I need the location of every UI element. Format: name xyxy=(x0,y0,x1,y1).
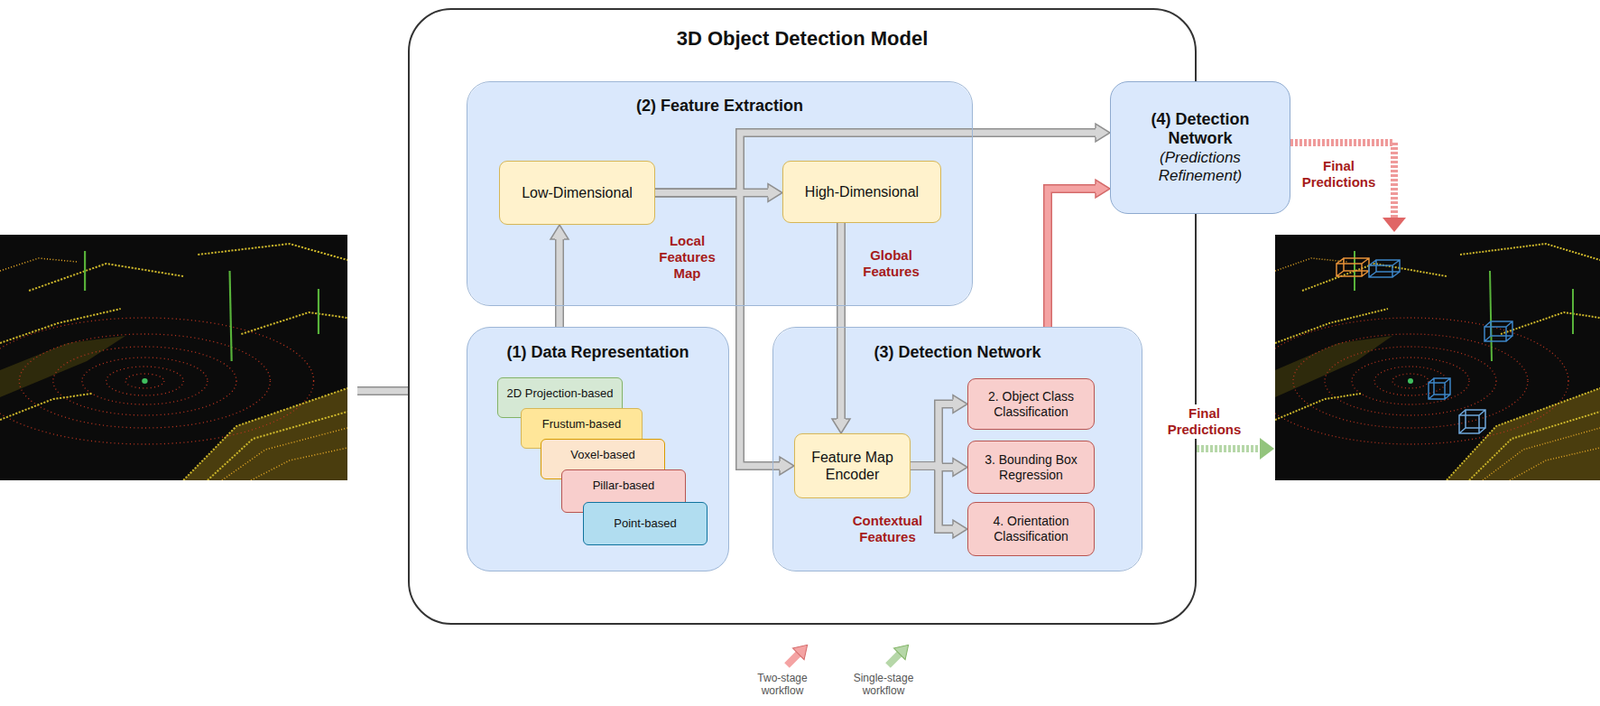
box-label: 3. Bounding Box Regression xyxy=(975,452,1087,483)
two-stage-output-arrow xyxy=(1290,142,1406,232)
box-label: Point-based xyxy=(613,516,676,531)
point-cloud-input xyxy=(0,234,348,481)
annotation-label: Final Predictions xyxy=(1159,404,1249,439)
representation-card: Point-based xyxy=(582,501,708,546)
output-box: 3. Bounding Box Regression xyxy=(967,440,1095,494)
process-box: Low-Dimensional xyxy=(499,160,656,225)
connector xyxy=(1047,188,1096,327)
box-label: High-Dimensional xyxy=(804,183,919,201)
box-label: (4) Detection Network xyxy=(1123,110,1277,149)
legend-text: Two-stage workflow xyxy=(741,671,824,697)
connector-outline xyxy=(1047,188,1096,327)
box-label: Pillar-based xyxy=(592,478,656,493)
annotation-label: Local Features Map xyxy=(653,232,722,282)
box-label: 4. Orientation Classification xyxy=(975,513,1087,545)
annotation-label: Contextual Features xyxy=(844,512,931,546)
legend-green-arrow xyxy=(882,638,915,671)
refinement-box: (4) Detection Network(Predictions Refine… xyxy=(1109,81,1291,214)
output-box: 2. Object Class Classification xyxy=(967,378,1095,430)
panel-heading: (3) Detection Network xyxy=(773,342,1142,363)
box-label: (Predictions Refinement) xyxy=(1123,148,1277,186)
model-frame: 3D Object Detection Model (2) Feature Ext… xyxy=(407,8,1197,625)
annotation-label: Final Predictions xyxy=(1295,157,1382,191)
box-label: 2D Projection-based xyxy=(507,386,614,401)
output-box: 4. Orientation Classification xyxy=(967,501,1095,556)
panel-heading: 3D Object Detection Model xyxy=(409,27,1195,51)
panel-fill xyxy=(773,327,1142,571)
annotation-label: Global Features xyxy=(857,247,925,280)
connector-outline xyxy=(554,239,565,327)
point-cloud-output xyxy=(1252,234,1600,481)
connector-outline xyxy=(910,404,953,467)
stage-panel: (3) Detection NetworkFeature Map Encoder… xyxy=(772,326,1143,572)
panel-heading: (1) Data Representation xyxy=(467,342,729,363)
panel-heading: (2) Feature Extraction xyxy=(467,96,972,117)
panel-fill xyxy=(408,9,1196,624)
connector-outline xyxy=(836,222,846,419)
bounding-boxes xyxy=(1336,258,1513,434)
connector xyxy=(910,404,953,467)
box-label: Frustum-based xyxy=(542,416,621,432)
legend-red-arrow xyxy=(781,638,814,671)
stage-panel: (1) Data Representation 2D Projection-bas… xyxy=(466,326,730,572)
box-label: 2. Object Class Classification xyxy=(975,388,1087,420)
box-label: Feature Map Encoder xyxy=(802,448,903,483)
process-box: High-Dimensional xyxy=(782,160,942,223)
connector xyxy=(838,222,845,419)
box-label: Low-Dimensional xyxy=(521,184,633,202)
connector xyxy=(556,239,564,327)
box-label: Voxel-based xyxy=(570,447,636,463)
legend-text: Single-stage workflow xyxy=(842,671,925,697)
process-box: Feature Map Encoder xyxy=(794,433,911,499)
